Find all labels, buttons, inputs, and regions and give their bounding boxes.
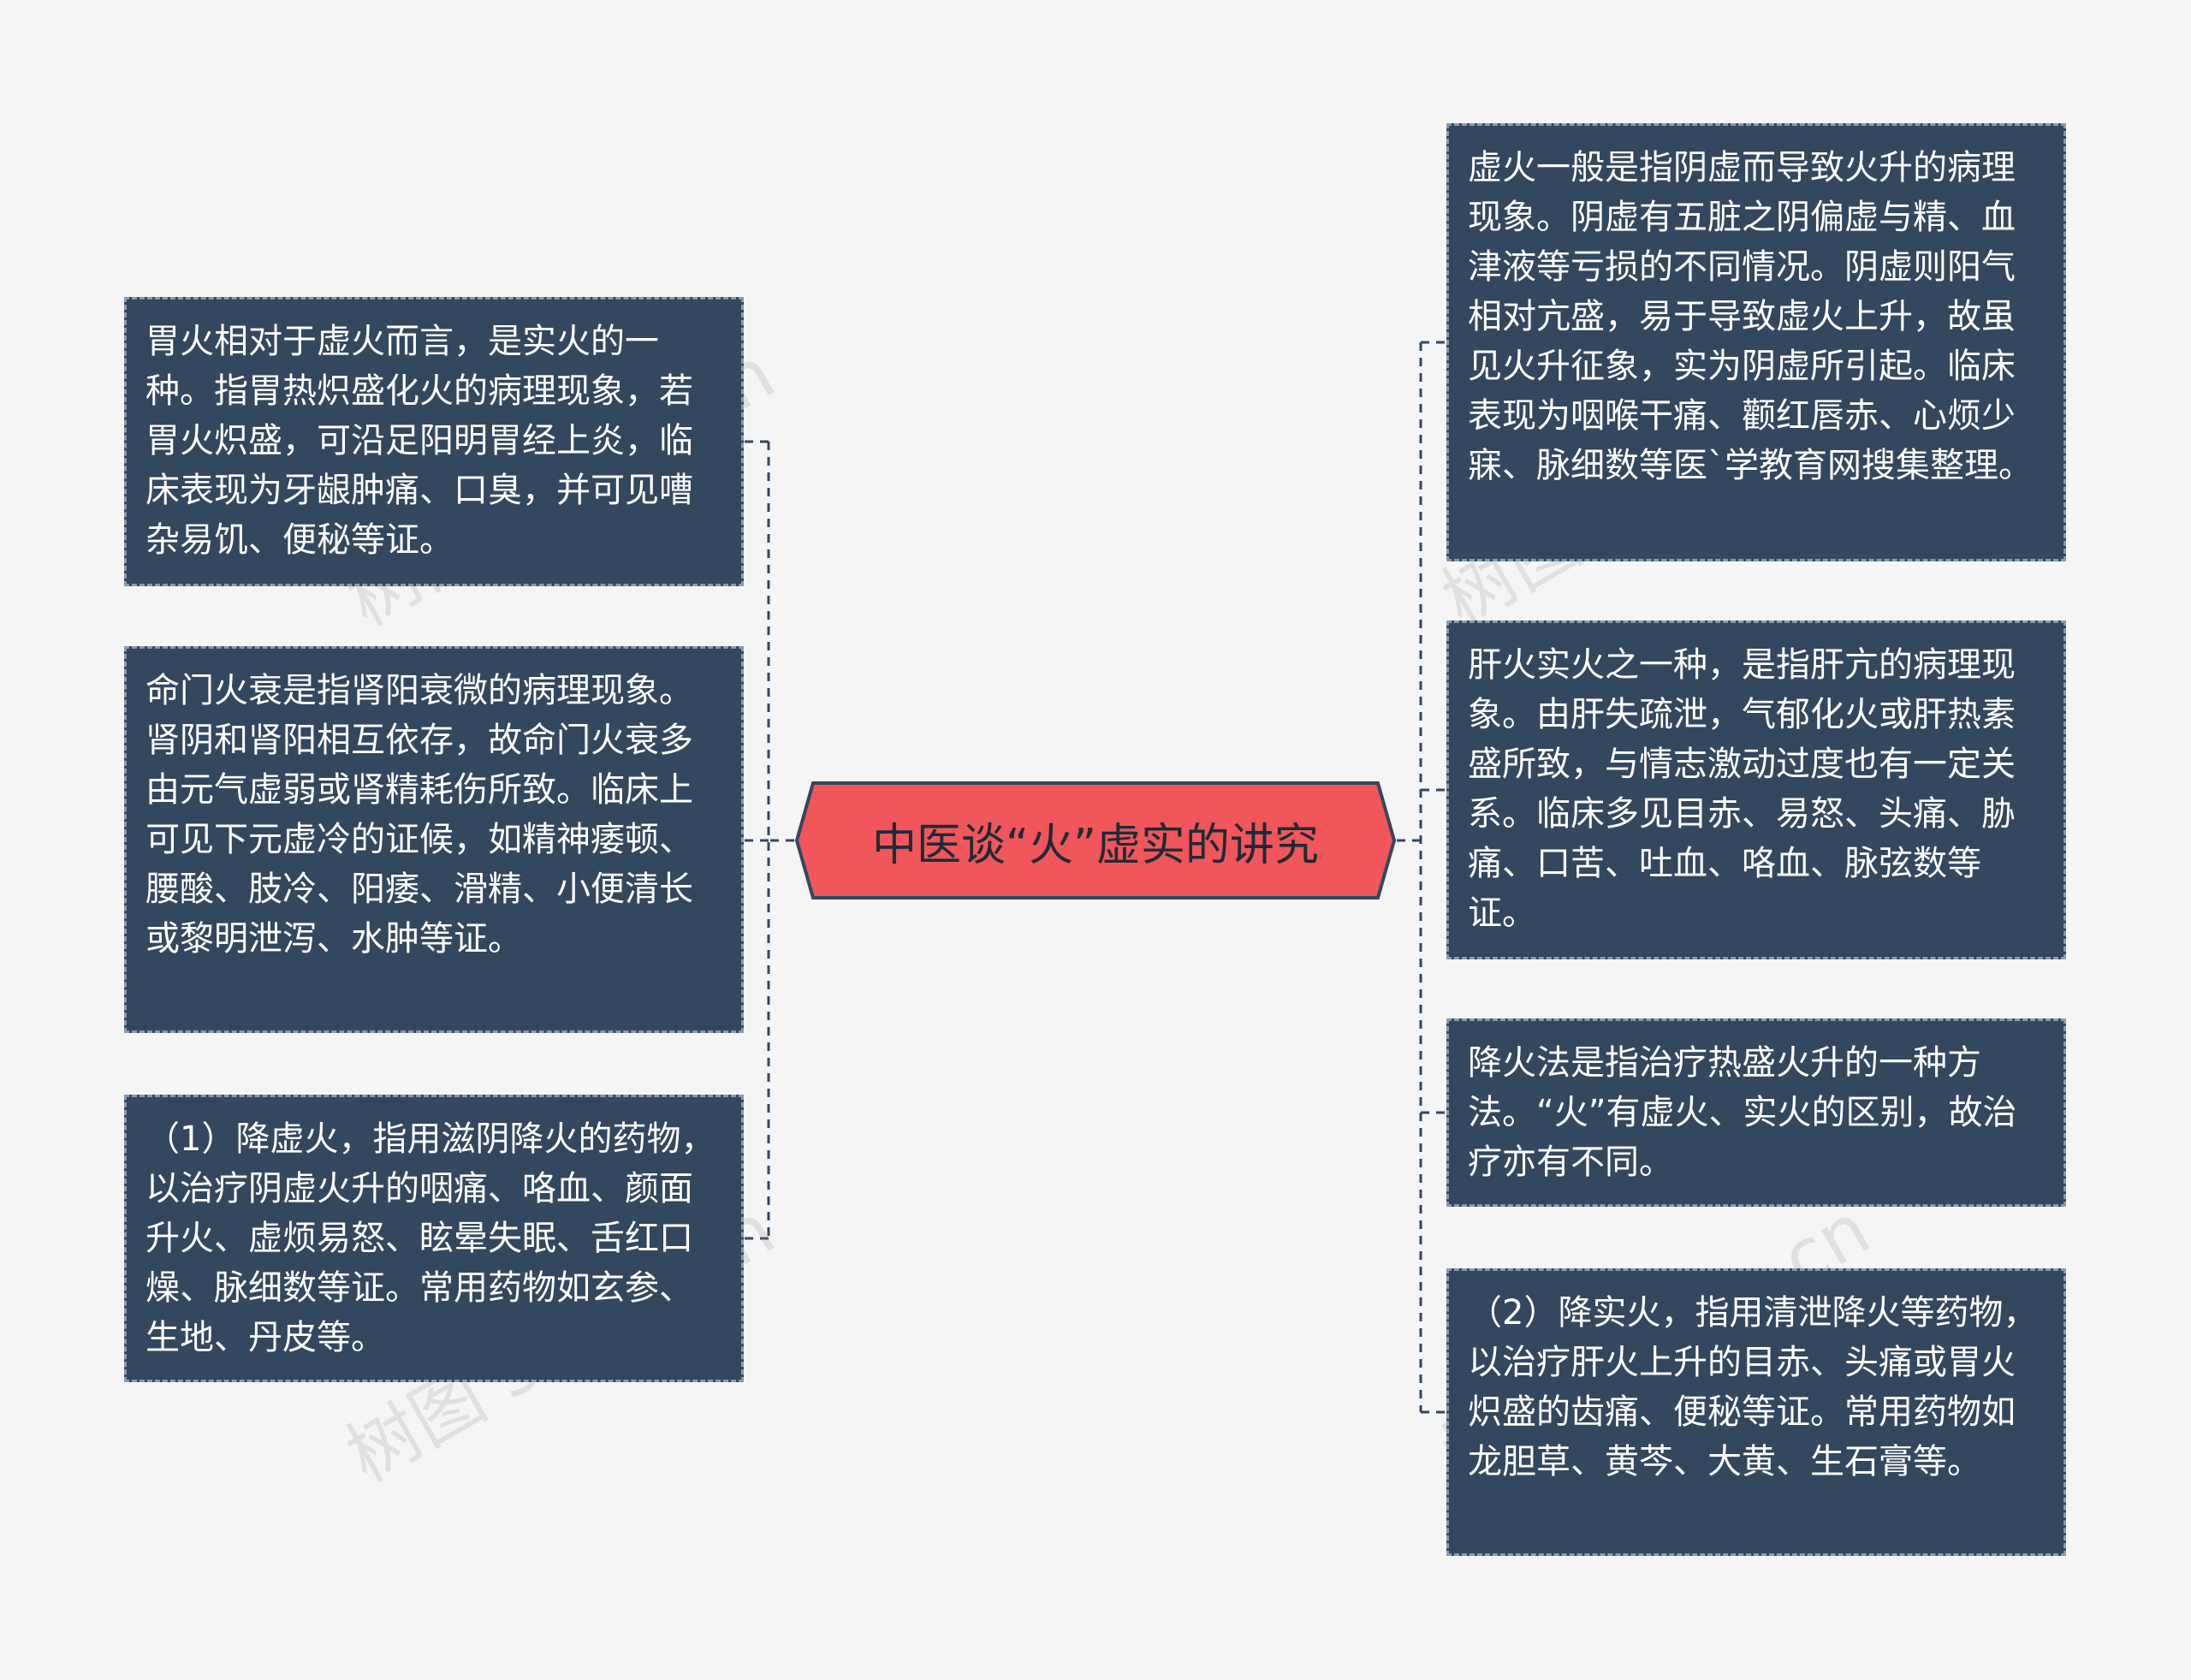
right-node-deficiency-fire[interactable]: 虚火一般是指阴虚而导致火升的病理现象。阴虚有五脏之阴偏虚与精、血津液等亏损的不同… — [1446, 123, 2066, 561]
left-node-reduce-deficiency-fire[interactable]: （1）降虚火，指用滋阴降火的药物，以治疗阴虚火升的咽痛、咯血、颜面升火、虚烦易怒… — [124, 1095, 744, 1382]
central-topic[interactable]: 中医谈“火”虚实的讲究 — [794, 781, 1397, 900]
central-topic-shape — [794, 781, 1397, 899]
right-node-reduce-excess-fire[interactable]: （2）降实火，指用清泄降火等药物，以治疗肝火上升的目赤、头痛或胃火炽盛的齿痛、便… — [1446, 1268, 2066, 1556]
central-topic-label: 中医谈“火”虚实的讲究 — [872, 819, 1319, 871]
left-node-stomach-fire[interactable]: 胃火相对于虚火而言，是实火的一种。指胃热炽盛化火的病理现象，若胃火炽盛，可沿足阳… — [124, 297, 744, 586]
left-node-mingmen-fire-decline[interactable]: 命门火衰是指肾阳衰微的病理现象。肾阴和肾阳相互依存，故命门火衰多由元气虚弱或肾精… — [124, 646, 744, 1033]
right-node-liver-fire[interactable]: 肝火实火之一种，是指肝亢的病理现象。由肝失疏泄，气郁化火或肝热素盛所致，与情志激… — [1446, 620, 2066, 959]
right-node-fire-reducing-method[interactable]: 降火法是指治疗热盛火升的一种方法。“火”有虚火、实火的区别，故治疗亦有不同。 — [1446, 1018, 2066, 1207]
